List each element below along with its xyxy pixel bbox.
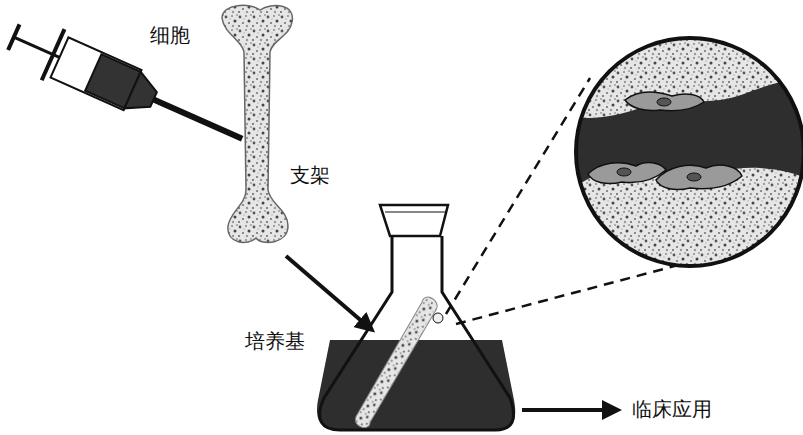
bone-scaffold [222,5,292,242]
part-label: 支架 [290,164,330,186]
zoom-line [446,78,590,314]
culture-flask [317,205,515,430]
syringe [2,12,253,165]
process-arrow [286,256,372,330]
part-label: 培养基 [245,330,305,352]
result-label: 临床应用 [632,398,712,420]
process-arrow [522,408,618,412]
magnified-view [570,30,803,270]
zoom-line [456,262,690,324]
part-label: 细胞 [150,24,190,46]
